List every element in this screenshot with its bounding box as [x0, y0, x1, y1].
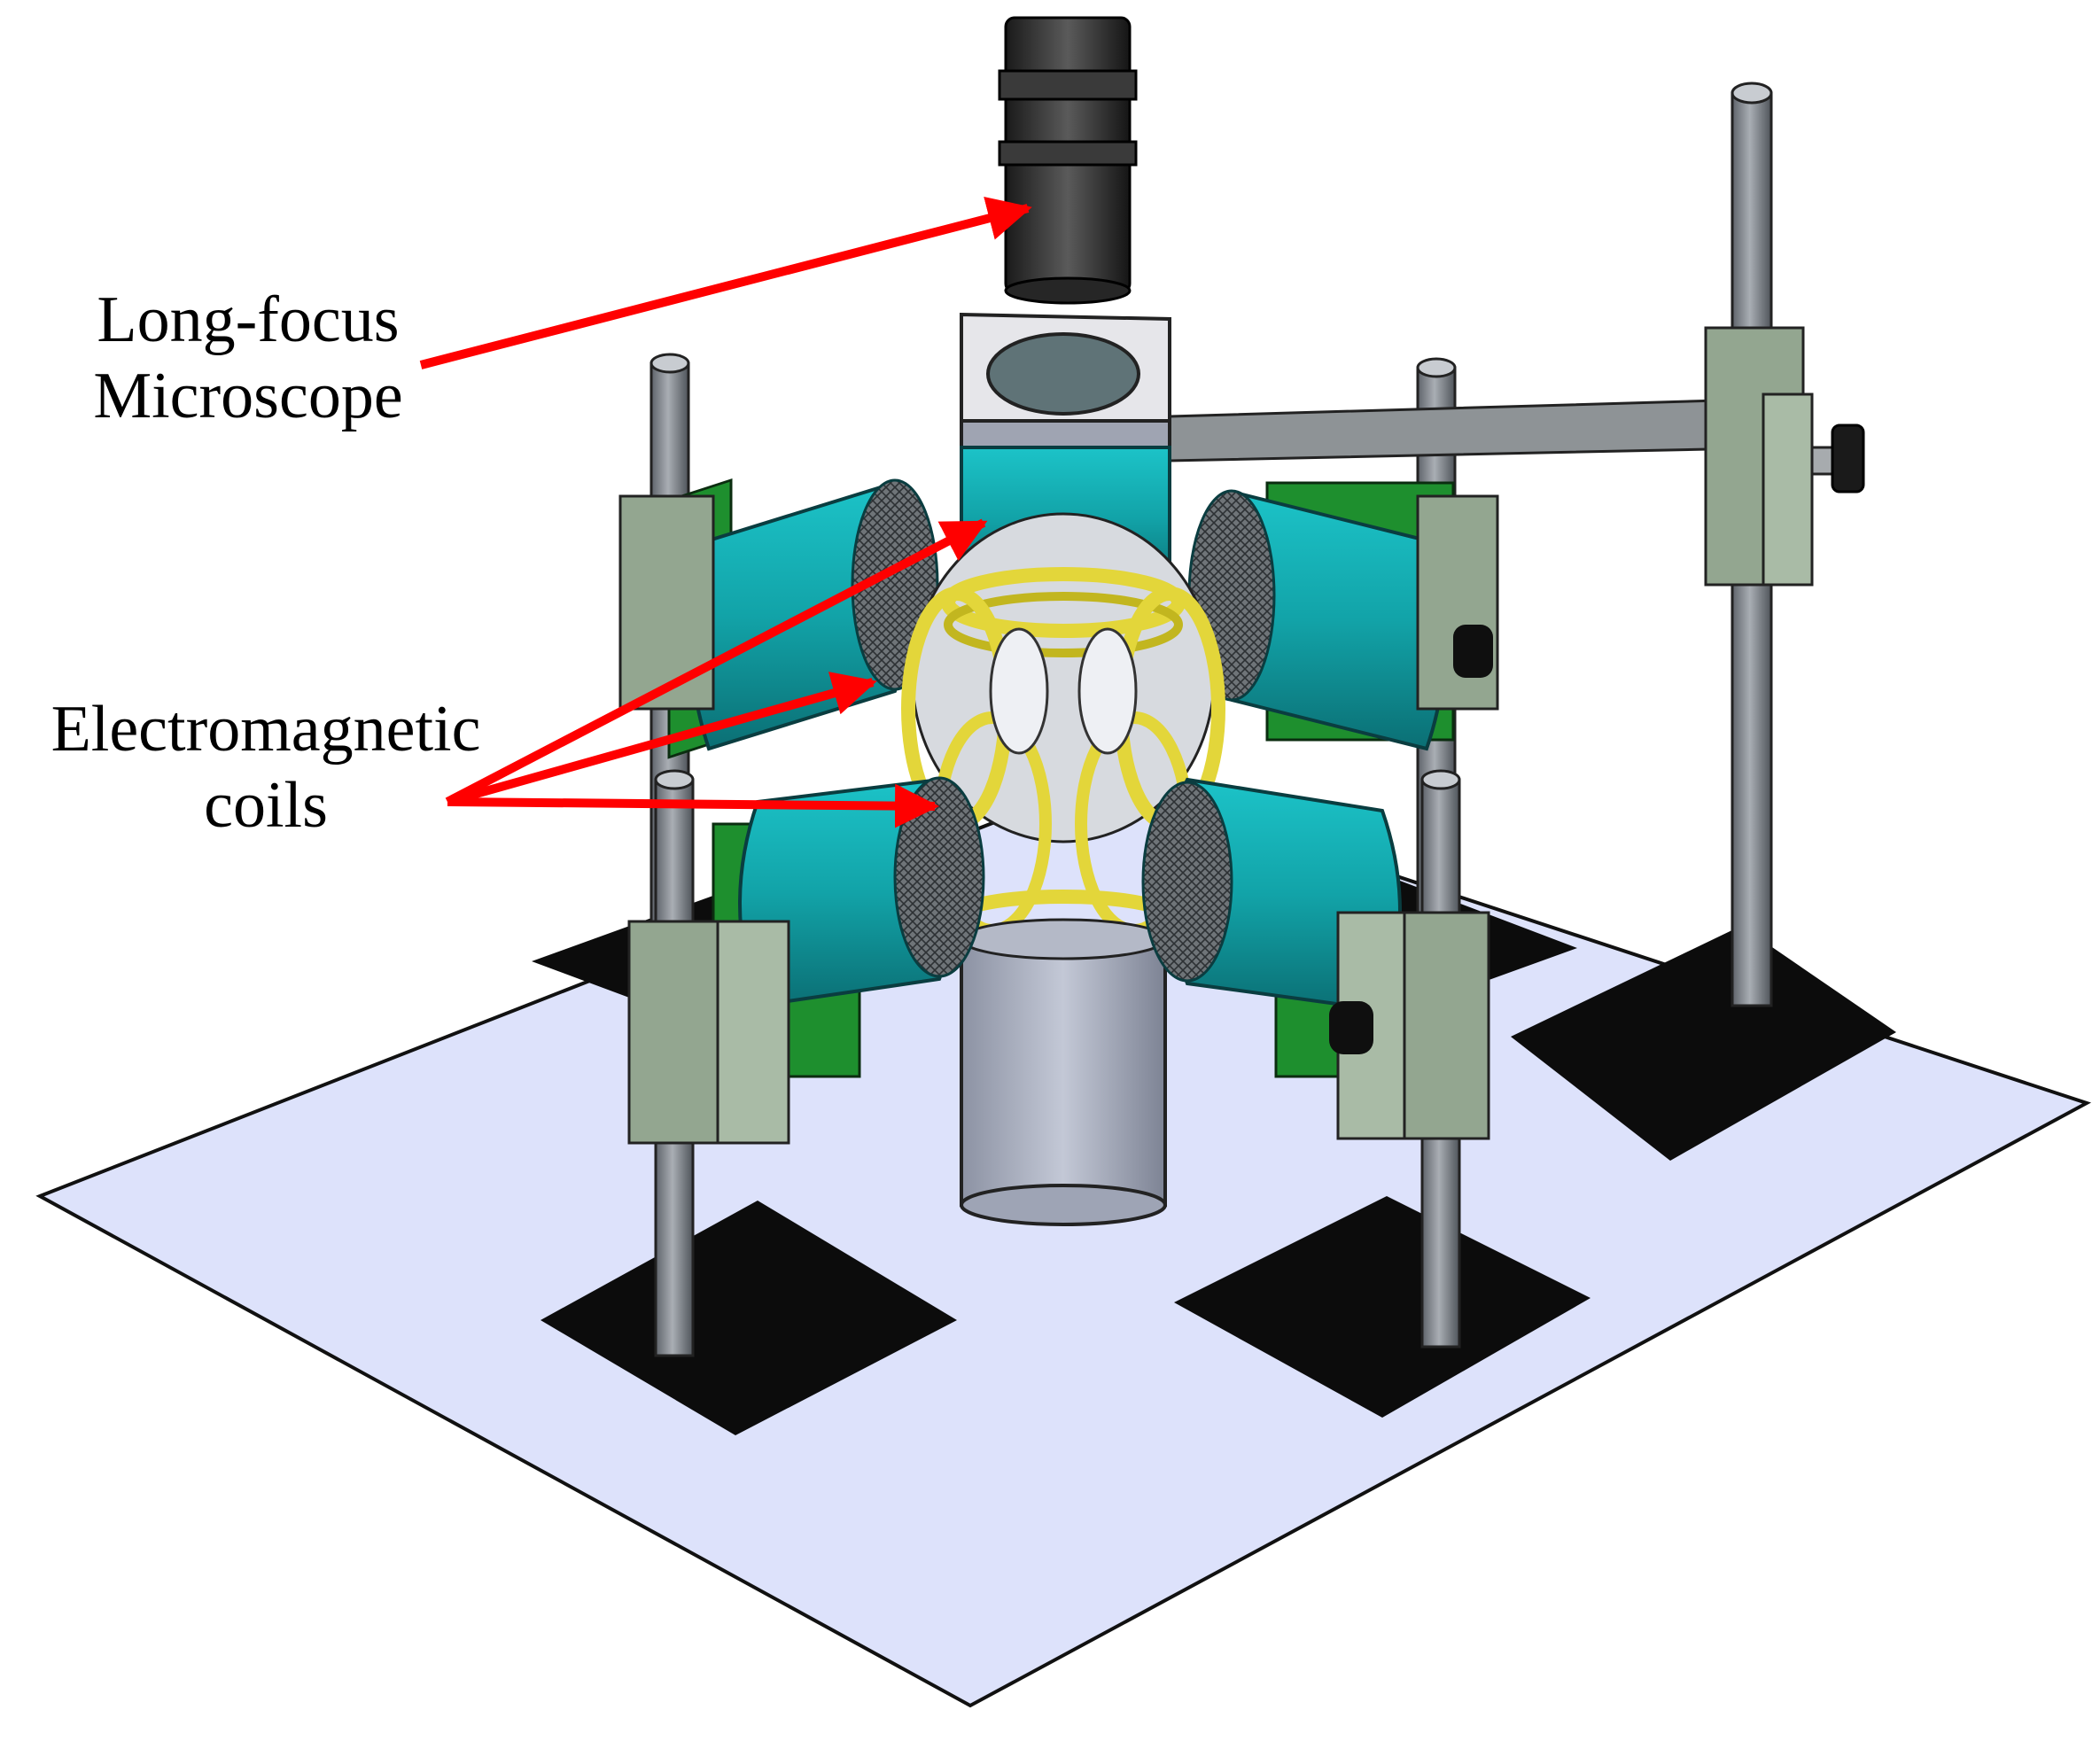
arm-thumb-screw: [1810, 446, 1836, 476]
coils-label: Electromagnetic coils: [9, 691, 523, 843]
arrow-to-coil-top: [445, 518, 988, 806]
lower-cylinder: [960, 933, 1167, 1207]
microscope-ring: [998, 140, 1138, 167]
clamp-back-left: [618, 494, 715, 711]
microscope-label-line-2: Microscope: [93, 360, 403, 432]
rod-cap: [654, 769, 695, 790]
arm-clamp-front: [1762, 393, 1814, 587]
arrow-to-coil-front: [447, 783, 939, 828]
clamp-front-left-face: [716, 920, 790, 1145]
microscope-ring: [998, 69, 1138, 101]
arrow-to-microscope: [419, 197, 1032, 369]
top-mount-aperture: [986, 332, 1140, 416]
lower-cylinder-base: [960, 1184, 1167, 1226]
microscope-arm: [1168, 397, 1792, 462]
rod-cap: [1416, 357, 1457, 378]
coils-label-line-2: coils: [204, 769, 328, 842]
arm-knob: [1831, 424, 1865, 494]
top-mount-plate-edge: [960, 419, 1171, 449]
clamp-back-right: [1416, 494, 1499, 711]
microscope-label-line-1: Long-focus: [97, 284, 400, 356]
coil-mesh: [1141, 781, 1233, 983]
microscope-label: Long-focus Microscope: [53, 282, 443, 434]
microscope-lens: [1004, 276, 1132, 305]
rod-cap: [1731, 82, 1773, 105]
coils-label-line-1: Electromagnetic: [51, 693, 481, 766]
lower-cylinder-top: [960, 918, 1167, 960]
rod-cap: [1420, 769, 1461, 790]
pad-right: [1511, 926, 1896, 1161]
knob-front-right: [1329, 1001, 1373, 1054]
knob-back-right: [1453, 625, 1493, 678]
pad-front-right: [1174, 1196, 1591, 1418]
arrow-to-coil-left: [446, 672, 877, 806]
pad-front-left: [541, 1201, 957, 1435]
rod-cap: [649, 353, 690, 374]
